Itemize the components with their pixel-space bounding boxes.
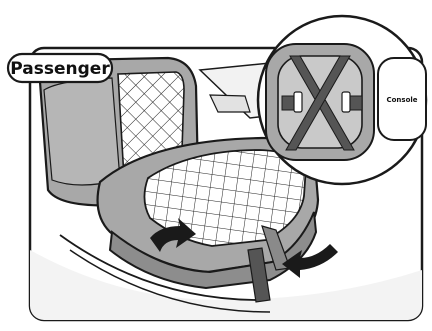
- passenger-label: Passenger: [6, 52, 114, 84]
- rotate-arrow-icon: [150, 218, 196, 252]
- console-label: Console: [386, 96, 417, 104]
- passenger-label-text: Passenger: [10, 59, 110, 79]
- inset-strap: [285, 55, 351, 151]
- inset-buckle: [341, 91, 351, 113]
- console-block: [377, 57, 427, 141]
- seat-bottom-quilted-panel: [143, 149, 307, 247]
- curved-arrow-icon: [282, 244, 338, 278]
- seat-strap: [247, 247, 271, 303]
- detail-inset: Console: [256, 14, 428, 186]
- inset-buckle: [293, 91, 303, 113]
